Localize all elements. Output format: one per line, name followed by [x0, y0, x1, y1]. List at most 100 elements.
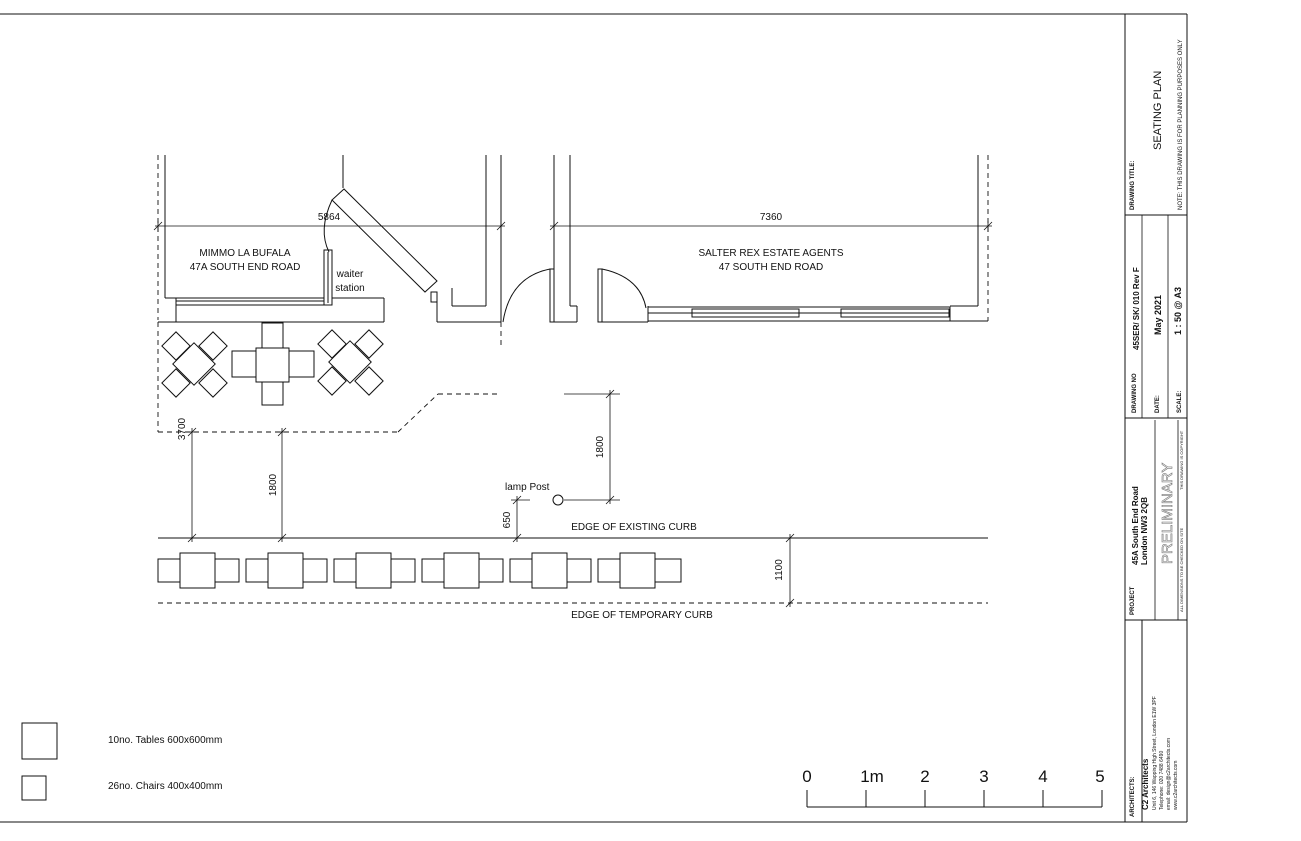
building-walls	[157, 155, 989, 345]
chair	[421, 558, 445, 583]
lamp-post-label: lamp Post	[505, 482, 550, 493]
project-address-line2: London NW3 2QB	[1140, 497, 1149, 565]
copyright-note: THIS DRAWING IS COPYRIGHT	[1179, 430, 1184, 490]
chair	[333, 558, 357, 583]
temporary-curb-label: EDGE OF TEMPORARY CURB	[571, 610, 713, 621]
table	[172, 342, 216, 386]
table	[267, 552, 304, 589]
drawing-title: SEATING PLAN	[1152, 71, 1164, 150]
scale-tick-1: 1m	[860, 767, 884, 786]
chair	[198, 331, 228, 361]
architects-web: www.c2architects.com	[1173, 761, 1179, 810]
terrace-depth-dimension: 3700	[177, 417, 188, 440]
chair	[231, 350, 257, 378]
project-address-line1: 45A South End Road	[1131, 486, 1140, 565]
chair	[390, 558, 416, 583]
table-to-terrace-dimension: 1800	[268, 473, 279, 496]
architects-name: C2 Architects	[1141, 758, 1150, 810]
drawing-no: 45SER/ SK/ 010 Rev F	[1132, 267, 1141, 350]
legend-table-symbol	[21, 722, 58, 760]
legend-chairs-text: 26no. Chairs 400x400mm	[108, 781, 223, 792]
scale-tick-3: 3	[979, 767, 988, 786]
chair	[354, 366, 384, 396]
chair	[478, 558, 504, 583]
chair	[566, 558, 592, 583]
chair	[261, 322, 284, 349]
lamp-post-icon	[552, 494, 564, 506]
table	[328, 340, 372, 384]
left-frontage-dimension: 5864	[318, 212, 341, 223]
preliminary-stamp: PRELIMINARY	[1159, 463, 1176, 564]
frontage-dimension-left	[153, 221, 506, 232]
title-block-frame	[1125, 214, 1187, 822]
existing-curb-label: EDGE OF EXISTING CURB	[571, 522, 697, 533]
table	[619, 552, 656, 589]
table	[355, 552, 392, 589]
left-tenant-address: 47A SOUTH END ROAD	[190, 262, 301, 273]
scale-bar	[806, 790, 1103, 808]
scale-tick-4: 4	[1038, 767, 1047, 786]
planning-note: NOTE: THIS DRAWING IS FOR PLANNING PURPO…	[1178, 39, 1184, 210]
right-tenant-address: 47 SOUTH END ROAD	[719, 262, 823, 273]
architects-label: ARCHITECTS:	[1130, 776, 1136, 817]
temp-curb-depth-dimension: 1100	[774, 559, 785, 581]
table	[255, 347, 290, 383]
chair	[161, 368, 191, 398]
roadside-table-set	[157, 552, 240, 589]
dimension-1100	[785, 533, 795, 608]
date-value: May 2021	[1153, 295, 1163, 335]
roadside-table-set	[333, 552, 416, 589]
chair	[509, 558, 533, 583]
scale-tick-2: 2	[920, 767, 929, 786]
right-tenant-name: SALTER REX ESTATE AGENTS	[698, 248, 843, 259]
lamp-clearance-dimension: 1800	[595, 435, 606, 458]
terrace-table-cluster-centre	[231, 322, 315, 406]
terrace-table-cluster-right	[317, 329, 384, 396]
waiter-label: waiter	[336, 269, 364, 280]
scale-label: SCALE:	[1177, 391, 1183, 413]
dimension-1800-left	[276, 427, 288, 543]
date-label: DATE:	[1155, 395, 1161, 413]
project-label: PROJECT	[1130, 586, 1136, 615]
scale-value: 1 : 50 @ A3	[1173, 287, 1183, 335]
roadside-table-set	[509, 552, 592, 589]
left-tenant-name: MIMMO LA BUFALA	[199, 248, 290, 259]
chair	[214, 558, 240, 583]
architects-telephone: Telephone: 020 7488 6490	[1159, 751, 1165, 810]
dimension-650	[511, 495, 530, 543]
legend-tables-text: 10no. Tables 600x600mm	[108, 735, 222, 746]
right-frontage-dimension: 7360	[760, 212, 783, 223]
chair	[354, 329, 384, 359]
architects-address: Unit 6, 146 Wapping High Street, London …	[1152, 696, 1158, 810]
lamp-to-curb-dimension: 650	[502, 511, 513, 528]
roadside-table-row	[157, 552, 682, 589]
chair	[261, 381, 284, 406]
drawing-title-label: DRAWING TITLE:	[1130, 161, 1136, 210]
dimension-1800-right	[564, 389, 620, 505]
terrace-table-cluster-left	[161, 331, 228, 398]
dims-check-note: ALL DIMENSIONS TO BE CHECKED ON SITE	[1179, 528, 1184, 613]
chair	[317, 366, 347, 396]
scale-tick-0: 0	[802, 767, 811, 786]
roadside-table-set	[421, 552, 504, 589]
dimension-3700	[186, 427, 198, 543]
scale-tick-5: 5	[1095, 767, 1104, 786]
roadside-table-set	[245, 552, 328, 589]
frontage-dimension-right	[549, 221, 993, 232]
table	[179, 552, 216, 589]
chair	[654, 558, 682, 583]
chair	[157, 558, 181, 583]
table	[443, 552, 480, 589]
table	[531, 552, 568, 589]
chair	[245, 558, 269, 583]
chair	[288, 350, 315, 378]
legend-chair-symbol	[21, 775, 47, 801]
roadside-table-set	[597, 552, 682, 589]
chair	[302, 558, 328, 583]
station-label: station	[335, 283, 364, 294]
architects-email: email: design@c2architects.com	[1166, 738, 1172, 810]
chair	[597, 558, 621, 583]
drawing-no-label: DRAWING NO	[1132, 373, 1138, 413]
chair	[198, 368, 228, 398]
